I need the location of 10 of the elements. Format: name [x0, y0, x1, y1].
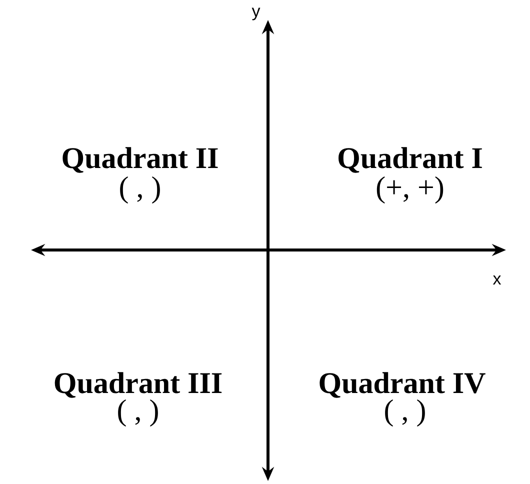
quadrant-label: Quadrant III: [54, 372, 222, 398]
coordinate-sign-pair: ( , ): [385, 399, 425, 427]
axis-label: y: [252, 8, 260, 20]
coordinate-sign-pair: ( , ): [118, 399, 158, 427]
quadrant-label: Quadrant IV: [320, 372, 486, 398]
axis-label: x: [492, 276, 502, 284]
coordinate-sign-pair: ( , ): [120, 176, 160, 204]
quadrant-label: Quadrant II: [62, 147, 218, 173]
coordinate-sign-pair: (+, +): [376, 176, 444, 204]
quadrant-label: Quadrant I: [338, 147, 482, 173]
